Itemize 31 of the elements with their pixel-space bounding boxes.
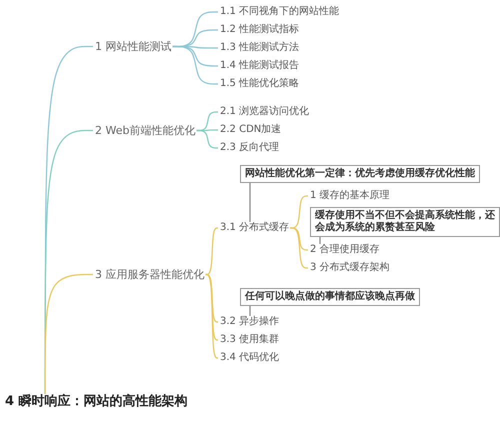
- connector-line: [206, 227, 218, 276]
- subtopic-label: 2.1 浏览器访问优化: [220, 106, 310, 118]
- subtopic-label: 1.5 性能优化策略: [220, 78, 300, 90]
- connector-line: [290, 227, 308, 269]
- subtopic-label: 3.1 分布式缓存: [220, 222, 290, 234]
- callout-box: 缓存使用不当不但不会提高系统性能，还会成为系统的累赘甚至风险: [310, 207, 500, 237]
- connector-line: [206, 274, 218, 359]
- callout-box: 网站性能优化第一定律：优先考虑使用缓存优化性能: [240, 165, 480, 183]
- subtopic-label: 3.4 代码优化: [220, 352, 280, 364]
- connector-line: [196, 130, 218, 149]
- connector-line: [172, 46, 218, 85]
- branch-topic: 2 Web前端性能优化: [95, 124, 196, 137]
- subtopic-label: 2.2 CDN加速: [220, 124, 282, 136]
- connector-line: [249, 183, 251, 222]
- subtopic-label: 1 缓存的基本原理: [310, 190, 390, 202]
- branch-topic: 1 网站性能测试: [95, 40, 172, 53]
- connector-line: [44, 274, 93, 394]
- subtopic-label: 2.3 反向代理: [220, 142, 280, 154]
- subtopic-label: 3.3 使用集群: [220, 334, 280, 346]
- callout-box: 任何可以晚点做的事情都应该晚点再做: [240, 288, 420, 306]
- subtopic-label: 1.3 性能测试方法: [220, 42, 300, 54]
- subtopic-label: 1.2 性能测试指标: [220, 24, 300, 36]
- subtopic-label: 3.2 异步操作: [220, 316, 280, 328]
- branch-topic: 3 应用服务器性能优化: [95, 268, 204, 281]
- subtopic-label: 1.1 不同视角下的网站性能: [220, 6, 340, 18]
- subtopic-label: 3 分布式缓存架构: [310, 262, 390, 274]
- connector-line: [206, 274, 218, 323]
- subtopic-label: 2 合理使用缓存: [310, 244, 380, 256]
- subtopic-label: 1.4 性能测试报告: [220, 60, 300, 72]
- connector-line: [249, 306, 251, 316]
- central-topic: 4 瞬时响应：网站的高性能架构: [5, 394, 188, 410]
